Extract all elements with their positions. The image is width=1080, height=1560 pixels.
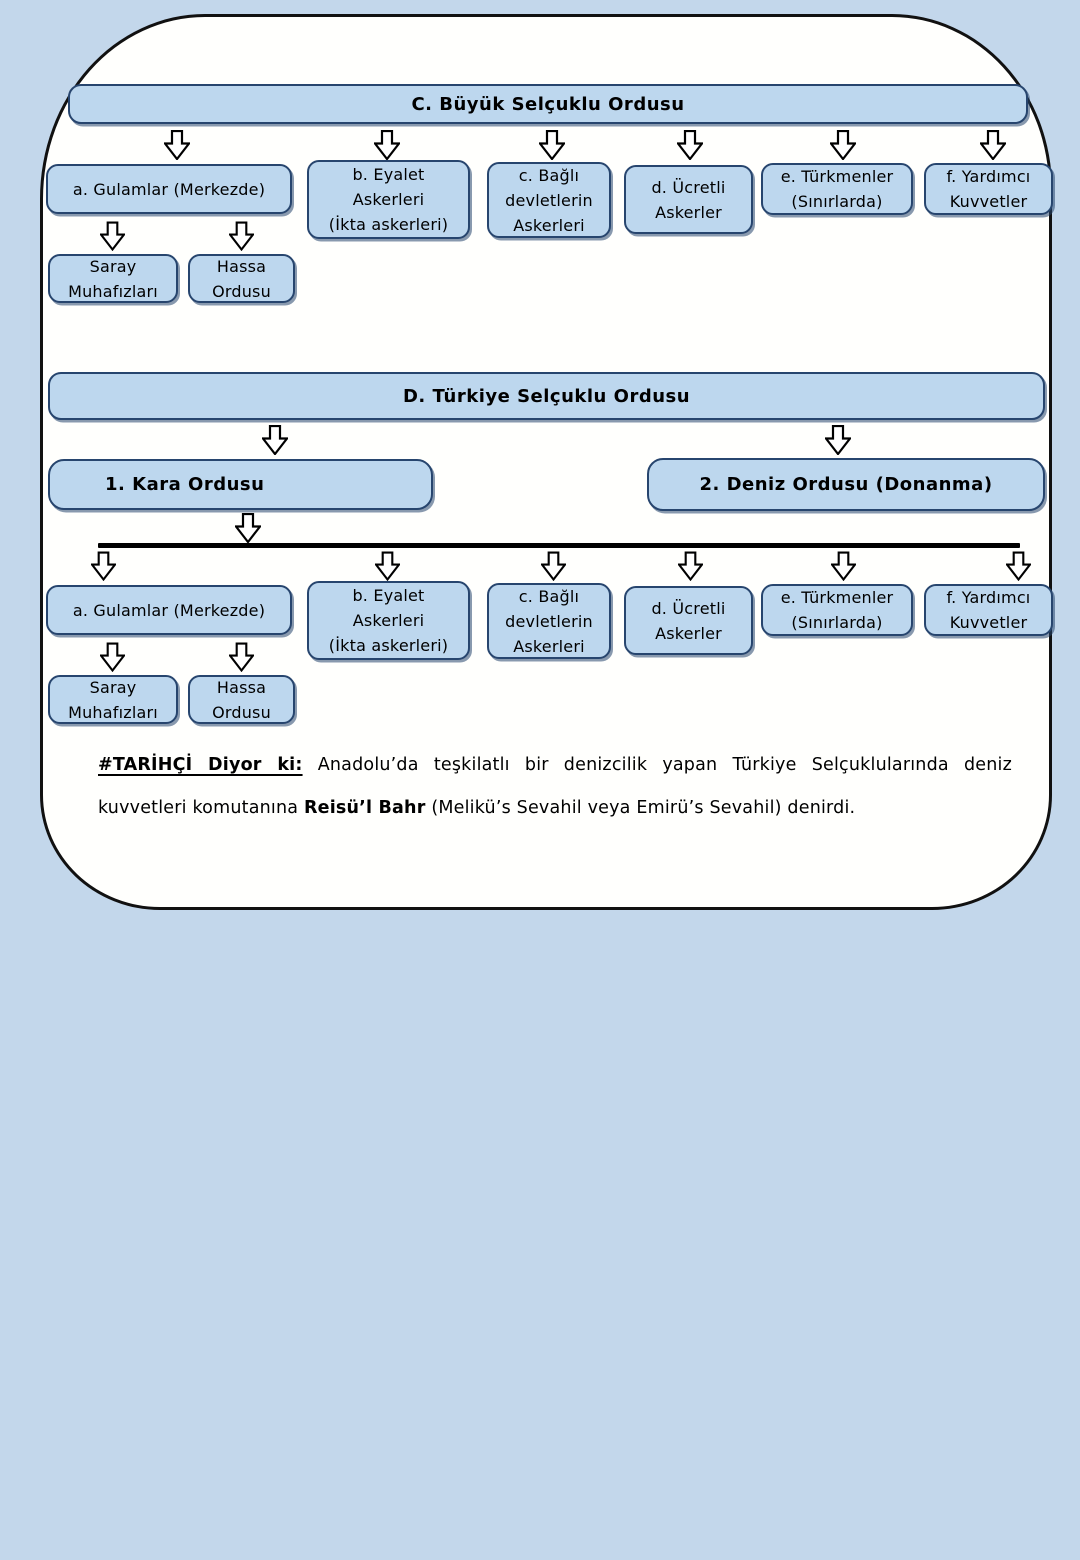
node-label: a. Gulamlar (Merkezde): [72, 179, 266, 199]
node-c-eyalet-askerleri: b. Eyalet Askerleri (İkta askerleri): [307, 160, 470, 239]
down-arrow-icon: [229, 642, 254, 672]
down-arrow-icon: [235, 513, 261, 543]
node-d-eyalet-askerleri: b. Eyalet Askerleri (İkta askerleri): [307, 581, 470, 660]
node-label: Askerleri: [513, 215, 585, 235]
down-arrow-icon: [229, 221, 254, 251]
node-c-yardimci-kuvvetler: f. Yardımcı Kuvvetler: [924, 163, 1053, 215]
down-arrow-icon: [539, 130, 565, 160]
node-label: Askerler: [655, 202, 722, 222]
node-label: (Sınırlarda): [791, 192, 883, 211]
node-d-saray-muhafizlari: Saray Muhafızları: [48, 675, 178, 724]
down-arrow-icon: [375, 551, 400, 581]
node-label: Hassa: [216, 677, 267, 697]
node-label: (Sınırlarda): [791, 613, 883, 632]
node-label: e. Türkmenler: [780, 588, 894, 607]
node-label: Askerleri: [352, 190, 425, 209]
section-d-title: D. Türkiye Selçuklu Ordusu: [402, 385, 691, 407]
down-arrow-icon: [91, 551, 116, 581]
node-label: c. Bağlı: [518, 165, 580, 185]
node-label: Askerleri: [352, 611, 425, 630]
branch-connector-line: [98, 543, 1020, 548]
node-label: 1. Kara Ordusu: [105, 474, 265, 495]
down-arrow-icon: [831, 551, 856, 581]
section-c-header: C. Büyük Selçuklu Ordusu: [68, 84, 1028, 124]
node-d-yardimci-kuvvetler: f. Yardımcı Kuvvetler: [924, 584, 1053, 636]
historian-note-bold-term: Reisü’l Bahr: [303, 798, 426, 818]
down-arrow-icon: [677, 130, 703, 160]
node-label: (İkta askerleri): [328, 636, 449, 655]
node-label: f. Yardımcı: [946, 167, 1031, 186]
historian-note-lead: #TARİHÇİ Diyor ki:: [98, 755, 303, 775]
node-label: b. Eyalet: [352, 165, 425, 184]
node-d-turkmenler: e. Türkmenler (Sınırlarda): [761, 584, 913, 636]
node-label: Askerler: [655, 623, 722, 643]
down-arrow-icon: [100, 221, 125, 251]
node-label: c. Bağlı: [518, 586, 580, 606]
node-label: f. Yardımcı: [946, 588, 1031, 607]
down-arrow-icon: [100, 642, 125, 672]
node-c-gulamlar: a. Gulamlar (Merkezde): [46, 164, 292, 214]
node-c-hassa-ordusu: Hassa Ordusu: [188, 254, 295, 303]
node-c-saray-muhafizlari: Saray Muhafızları: [48, 254, 178, 303]
node-label: Askerleri: [513, 636, 585, 656]
down-arrow-icon: [830, 130, 856, 160]
node-label: a. Gulamlar (Merkezde): [72, 600, 266, 620]
node-label: devletlerin: [505, 190, 593, 210]
node-label: Kuvvetler: [949, 613, 1028, 632]
node-label: Saray: [89, 256, 137, 276]
node-label: Hassa: [216, 256, 267, 276]
node-c-ucretli-askerler: d. Ücretli Askerler: [624, 165, 753, 234]
node-label: 2. Deniz Ordusu (Donanma): [699, 474, 993, 495]
node-label: Muhafızları: [68, 281, 158, 301]
down-arrow-icon: [374, 130, 400, 160]
node-label: Muhafızları: [68, 702, 158, 722]
historian-note-text: Anadolu’da teşkilatlı bir denizcilik yap…: [98, 755, 1012, 818]
node-label: e. Türkmenler: [780, 167, 894, 186]
node-kara-ordusu: 1. Kara Ordusu: [48, 459, 433, 510]
node-label: Ordusu: [212, 702, 271, 722]
node-label: b. Eyalet: [352, 586, 425, 605]
node-c-bagli-devletler: c. Bağlı devletlerin Askerleri: [487, 162, 611, 238]
down-arrow-icon: [1006, 551, 1031, 581]
node-d-bagli-devletler: c. Bağlı devletlerin Askerleri: [487, 583, 611, 659]
node-label: (İkta askerleri): [328, 215, 449, 234]
node-label: devletlerin: [505, 611, 593, 631]
node-d-hassa-ordusu: Hassa Ordusu: [188, 675, 295, 724]
down-arrow-icon: [164, 130, 190, 160]
node-deniz-ordusu: 2. Deniz Ordusu (Donanma): [647, 458, 1045, 511]
node-d-ucretli-askerler: d. Ücretli Askerler: [624, 586, 753, 655]
down-arrow-icon: [541, 551, 566, 581]
node-c-turkmenler: e. Türkmenler (Sınırlarda): [761, 163, 913, 215]
down-arrow-icon: [678, 551, 703, 581]
node-label: Saray: [89, 677, 137, 697]
section-d-header: D. Türkiye Selçuklu Ordusu: [48, 372, 1045, 420]
down-arrow-icon: [825, 425, 851, 455]
node-label: d. Ücretli: [651, 177, 726, 197]
down-arrow-icon: [262, 425, 288, 455]
node-label: Kuvvetler: [949, 192, 1028, 211]
node-label: d. Ücretli: [651, 598, 726, 618]
historian-note: #TARİHÇİ Diyor ki: Anadolu’da teşkilatlı…: [98, 744, 1012, 830]
historian-note-text: (Melikü’s Sevahil veya Emirü’s Sevahil) …: [431, 798, 856, 818]
node-label: Ordusu: [212, 281, 271, 301]
section-c-title: C. Büyük Selçuklu Ordusu: [411, 93, 685, 115]
node-d-gulamlar: a. Gulamlar (Merkezde): [46, 585, 292, 635]
down-arrow-icon: [980, 130, 1006, 160]
